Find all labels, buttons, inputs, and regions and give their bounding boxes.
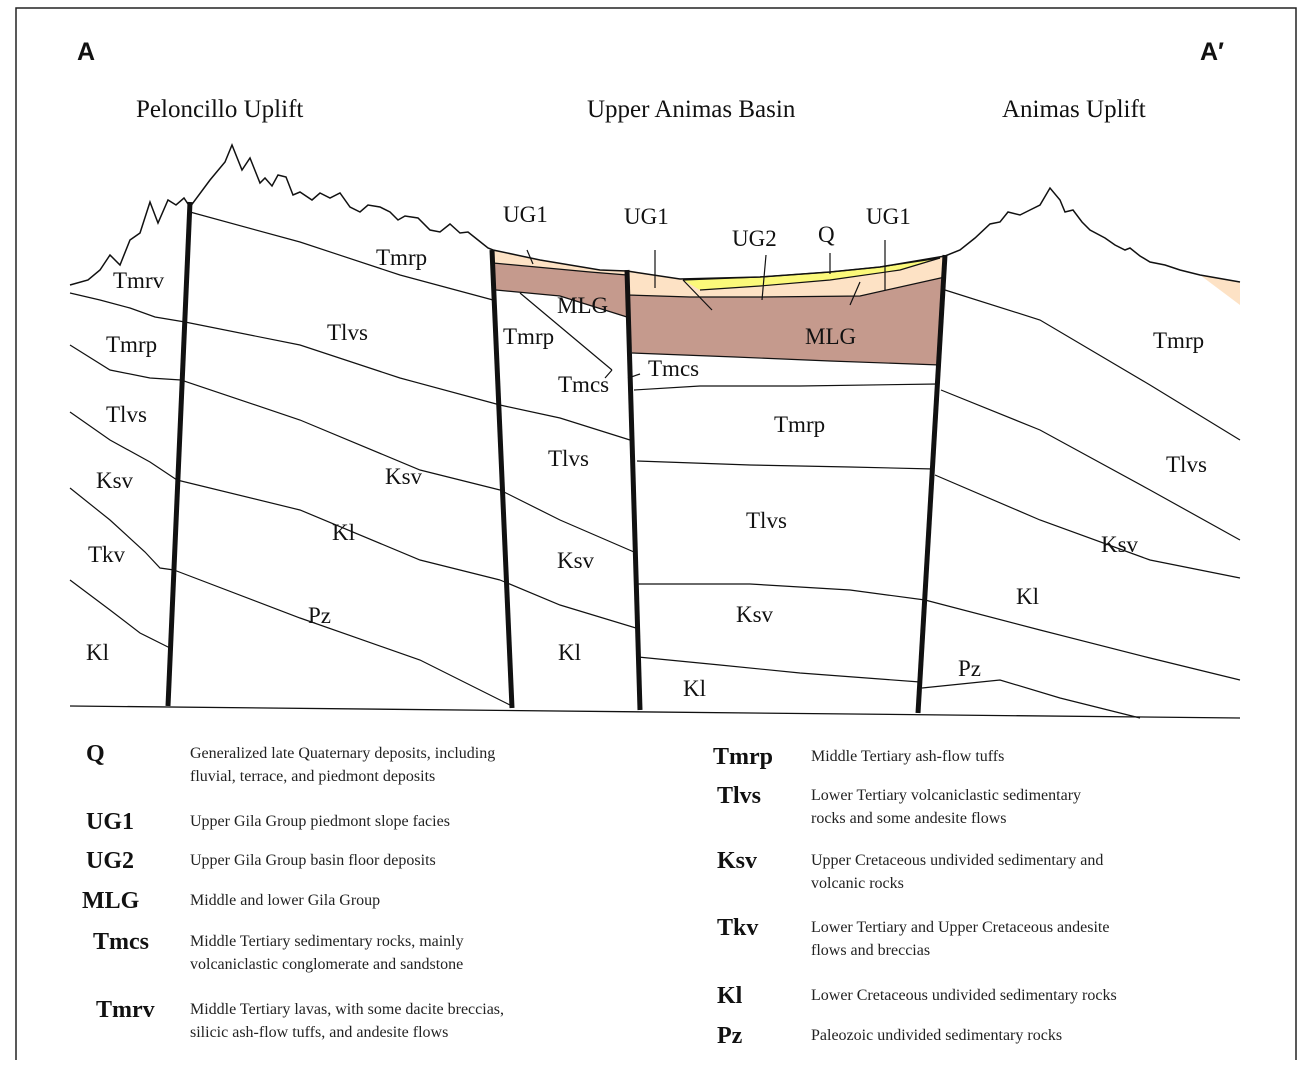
legend-desc: Middle Tertiary sedimentary rocks, mainl…: [190, 933, 464, 973]
legend-item-mlg: MLG Middle and lower Gila Group: [82, 889, 380, 913]
region-title-peloncillo: Peloncillo Uplift: [136, 96, 303, 123]
fault-2: [489, 249, 515, 709]
unit-label: UG1: [866, 204, 911, 229]
section-baseline: [69, 705, 1241, 719]
unit-label: Tlvs: [327, 320, 368, 345]
contacts-right-block: [921, 289, 1241, 719]
legend-desc: Middle and lower Gila Group: [190, 892, 381, 909]
legend-item-tkv: Tkv Lower Tertiary and Upper Cretaceous …: [717, 916, 1109, 962]
unit-label: Tmrp: [376, 245, 427, 270]
legend-desc: Upper Gila Group piedmont slope facies: [190, 813, 450, 830]
unit-label: Ksv: [557, 548, 595, 573]
unit-label: Tkv: [88, 542, 126, 567]
contacts-left-block: [69, 292, 186, 649]
unit-label: Kl: [86, 640, 109, 665]
section-end-label: A′: [1200, 38, 1224, 66]
unit-mlg-block3-fill: [627, 277, 945, 365]
legend-desc: Middle Tertiary lavas, with some dacite …: [190, 1001, 505, 1041]
unit-label: Tlvs: [106, 402, 147, 427]
legend-item-tlvs: Tlvs Lower Tertiary volcaniclastic sedim…: [717, 784, 1081, 830]
legend-desc: Paleozoic undivided sedimentary rocks: [811, 1027, 1063, 1044]
topographic-profile: [69, 143, 1241, 286]
legend-code: Ksv: [717, 848, 758, 874]
contacts-block3: [626, 240, 946, 683]
section-start-label: A: [77, 38, 95, 66]
unit-label: Ksv: [96, 468, 134, 493]
legend-item-tmrp: Tmrp Middle Tertiary ash-flow tuffs: [713, 745, 1004, 769]
region-title-basin: Upper Animas Basin: [587, 96, 796, 123]
legend-item-pz: Pz Paleozoic undivided sedimentary rocks: [717, 1024, 1062, 1048]
fault-1: [165, 201, 193, 707]
region-title-animas: Animas Uplift: [1002, 96, 1146, 123]
legend-desc: Generalized late Quaternary deposits, in…: [190, 745, 496, 785]
unit-ug1-block2-fill: [493, 250, 627, 275]
unit-label: Kl: [558, 640, 581, 665]
legend-desc: Lower Tertiary volcaniclastic sedimentar…: [811, 787, 1082, 827]
unit-label: MLG: [805, 324, 856, 349]
unit-label: Q: [818, 222, 835, 247]
unit-label: Kl: [683, 676, 706, 701]
unit-label: Tmrp: [774, 412, 825, 437]
unit-label: Tlvs: [548, 446, 589, 471]
legend-code: UG1: [86, 809, 134, 835]
legend-code: Q: [86, 741, 105, 767]
unit-label: UG2: [732, 226, 777, 251]
legend-code: Tmrv: [96, 997, 155, 1023]
unit-label: Kl: [332, 520, 355, 545]
legend-code: Kl: [717, 983, 743, 1009]
legend-code: Pz: [717, 1023, 743, 1049]
faults: [165, 201, 948, 714]
unit-ug1-right-edge-fill: [1200, 275, 1240, 305]
legend-code: Tlvs: [717, 783, 762, 809]
legend-item-tmcs: Tmcs Middle Tertiary sedimentary rocks, …: [93, 930, 464, 976]
legend-desc: Middle Tertiary ash-flow tuffs: [811, 748, 1005, 765]
legend-item-kl: Kl Lower Cretaceous undivided sedimentar…: [717, 984, 1117, 1008]
legend-item-q: Q Generalized late Quaternary deposits, …: [86, 742, 495, 788]
legend-item-tmrv: Tmrv Middle Tertiary lavas, with some da…: [96, 998, 504, 1044]
unit-label: Tmrp: [503, 324, 554, 349]
unit-label: UG1: [503, 202, 548, 227]
legend-item-ksv: Ksv Upper Cretaceous undivided sedimenta…: [717, 849, 1103, 895]
unit-label: MLG: [557, 293, 608, 318]
legend-desc: Upper Cretaceous undivided sedimentary a…: [811, 852, 1104, 892]
fault-4: [915, 254, 948, 714]
legend-desc: Upper Gila Group basin floor deposits: [190, 852, 436, 869]
unit-label: Pz: [958, 656, 981, 681]
unit-label: Ksv: [1101, 532, 1139, 557]
unit-label: Tlvs: [1166, 452, 1207, 477]
legend-code: Tmcs: [93, 929, 149, 955]
unit-label: Tmcs: [558, 372, 609, 397]
legend-item-ug1: UG1 Upper Gila Group piedmont slope faci…: [86, 810, 450, 834]
unit-label: Tmrp: [1153, 328, 1204, 353]
legend-item-ug2: UG2 Upper Gila Group basin floor deposit…: [86, 849, 436, 873]
contacts-block2: [492, 249, 637, 629]
legend-code: Tkv: [717, 915, 759, 941]
legend-code: Tmrp: [713, 744, 773, 770]
legend-desc: Lower Tertiary and Upper Cretaceous ande…: [811, 919, 1110, 959]
unit-label: Kl: [1016, 584, 1039, 609]
unit-label: Ksv: [736, 602, 774, 627]
unit-label: UG1: [624, 204, 669, 229]
unit-label: Tmrp: [106, 332, 157, 357]
unit-label: Pz: [308, 603, 331, 628]
legend-code: UG2: [86, 848, 134, 874]
unit-mlg-block2-fill: [493, 263, 627, 317]
tmcs-leader-line: [604, 369, 613, 379]
legend-code: MLG: [82, 888, 140, 914]
fault-3: [624, 269, 643, 711]
legend-desc: Lower Cretaceous undivided sedimentary r…: [811, 987, 1117, 1004]
unit-label: Tmcs: [648, 356, 699, 381]
unit-label: Ksv: [385, 464, 423, 489]
unit-label: Tmrv: [113, 268, 165, 293]
figure-frame: [15, 7, 1297, 1060]
contacts-block1: [173, 211, 511, 706]
unit-label: Tlvs: [746, 508, 787, 533]
